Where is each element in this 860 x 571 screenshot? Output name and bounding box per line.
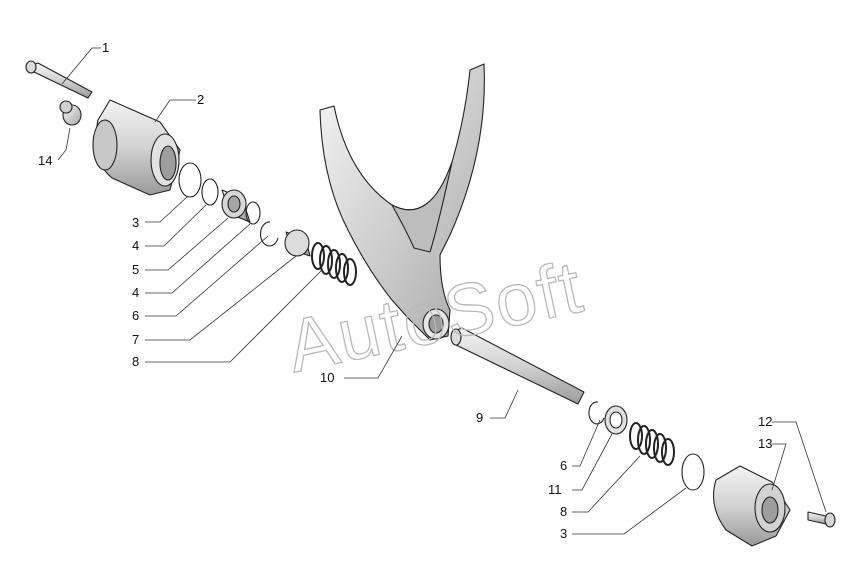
callout-5: 5 [132,262,139,277]
leader-lines [57,47,827,535]
screw-part-12 [807,511,836,528]
bolt-part-1 [25,60,93,99]
circlip-part-6-right [588,401,605,425]
callout-labels: 1 2 14 3 4 5 4 6 7 8 10 9 12 13 6 11 8 3 [38,40,772,541]
callout-8-right: 8 [560,504,567,519]
callout-6-right: 6 [560,458,567,473]
sleeve-part-5 [221,189,251,223]
o-ring-part-3-right [681,453,705,491]
bushing-part-7 [284,229,311,257]
callout-1: 1 [102,40,109,55]
callout-2: 2 [197,92,204,107]
callout-11: 11 [548,482,562,497]
callout-7: 7 [132,332,139,347]
o-ring-part-4-left [201,178,219,206]
callout-3-left: 3 [132,215,139,230]
callout-6-left: 6 [132,308,139,323]
spring-part-8-left [311,242,357,286]
o-ring-part-4-right [245,201,261,225]
o-ring-part-3-left [178,162,202,198]
callout-14: 14 [38,153,52,168]
circlip-part-6-left [259,221,279,247]
shift-fork-part-10 [319,63,485,341]
spring-part-8-right [629,422,675,466]
callout-3-right: 3 [560,526,567,541]
shaft-part-9 [450,327,585,405]
callout-8-left: 8 [132,354,139,369]
callout-4-second: 4 [132,285,139,300]
callout-9: 9 [476,410,483,425]
plug-part-14 [59,100,82,126]
callout-12: 12 [758,414,772,429]
callout-4-first: 4 [132,238,139,253]
washer-part-11 [604,405,628,435]
callout-10: 10 [320,370,334,385]
housing-part-2 [92,99,181,196]
callout-13: 13 [758,436,772,451]
cover-part-13 [713,465,791,547]
